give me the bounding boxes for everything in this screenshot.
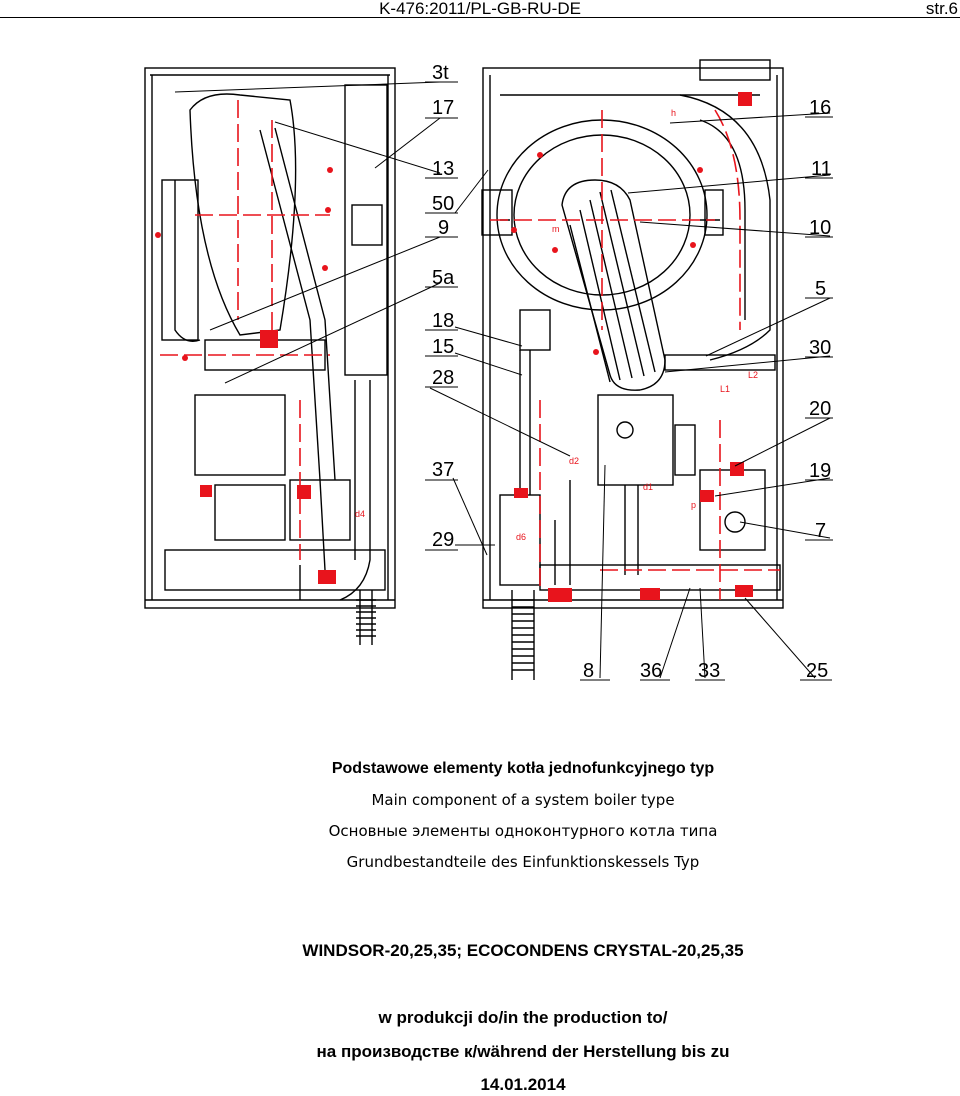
caption-production-1: w produkcji do/in the production to/ bbox=[378, 1008, 668, 1027]
callout-28: 28 bbox=[432, 367, 454, 389]
callout-9: 9 bbox=[438, 217, 449, 239]
callout-labels: 3t 17 13 50 9 5a 18 15 28 37 29 16 11 10… bbox=[432, 62, 832, 682]
label-l2: L2 bbox=[748, 370, 758, 380]
callout-29: 29 bbox=[432, 529, 454, 551]
label-d4: d4 bbox=[355, 509, 365, 519]
component-letter-labels: h m L1 L2 p d1 d2 d4 d6 bbox=[355, 108, 758, 542]
callout-19: 19 bbox=[809, 460, 831, 482]
label-h: h bbox=[671, 108, 676, 118]
right-red-fittings bbox=[511, 92, 753, 602]
callout-5: 5 bbox=[815, 278, 826, 300]
callout-50: 50 bbox=[432, 193, 454, 215]
callout-11: 11 bbox=[811, 158, 832, 180]
label-d6: d6 bbox=[516, 532, 526, 542]
caption-english: Main component of a system boiler type bbox=[371, 791, 675, 809]
label-d1: d1 bbox=[643, 482, 653, 492]
callout-13: 13 bbox=[432, 158, 454, 180]
page-number: str.6 bbox=[925, 0, 958, 18]
caption-russian: Основные элементы одноконтурного котла т… bbox=[328, 822, 718, 840]
leader-lines bbox=[174, 81, 831, 679]
callout-5a: 5a bbox=[432, 267, 455, 289]
callout-17: 17 bbox=[432, 97, 454, 119]
right-red-elements bbox=[490, 109, 780, 600]
left-red-fittings bbox=[155, 167, 336, 584]
caption-date: 14.01.2014 bbox=[480, 1075, 566, 1094]
right-corrugated-hose bbox=[512, 599, 534, 671]
caption-polish: Podstawowe elementy kotła jednofunkcyjne… bbox=[331, 760, 715, 777]
callout-37: 37 bbox=[432, 459, 454, 481]
left-red-elements bbox=[160, 100, 330, 560]
caption-models: WINDSOR-20,25,35; ECOCONDENS CRYSTAL-20,… bbox=[302, 941, 744, 960]
page-header: K-476:2011/PL-GB-RU-DE str.6 bbox=[0, 0, 960, 18]
boiler-diagram: 3t 17 13 50 9 5a 18 15 28 37 29 16 11 10… bbox=[144, 59, 833, 682]
label-l1: L1 bbox=[720, 384, 730, 394]
label-p: p bbox=[691, 500, 696, 510]
callout-15: 15 bbox=[432, 336, 454, 358]
caption-production-2: на производстве к/während der Herstellun… bbox=[316, 1042, 730, 1061]
callout-10: 10 bbox=[809, 217, 831, 239]
callout-16: 16 bbox=[809, 97, 831, 119]
callout-33: 33 bbox=[698, 660, 720, 682]
callout-25: 25 bbox=[806, 660, 828, 682]
callout-underlines bbox=[425, 81, 833, 681]
callout-3t: 3t bbox=[432, 62, 449, 84]
callout-30: 30 bbox=[809, 337, 831, 359]
label-d2: d2 bbox=[569, 456, 579, 466]
document-id: K-476:2011/PL-GB-RU-DE bbox=[379, 0, 581, 18]
left-boiler-side-view bbox=[144, 67, 396, 645]
callout-18: 18 bbox=[432, 310, 454, 332]
callout-36: 36 bbox=[640, 660, 662, 682]
label-m: m bbox=[552, 224, 560, 234]
callout-20: 20 bbox=[809, 398, 831, 420]
callout-8: 8 bbox=[583, 660, 594, 682]
callout-7: 7 bbox=[815, 520, 826, 542]
caption-german: Grundbestandteile des Einfunktionskessel… bbox=[346, 853, 700, 871]
left-corrugated-hose bbox=[356, 599, 376, 637]
